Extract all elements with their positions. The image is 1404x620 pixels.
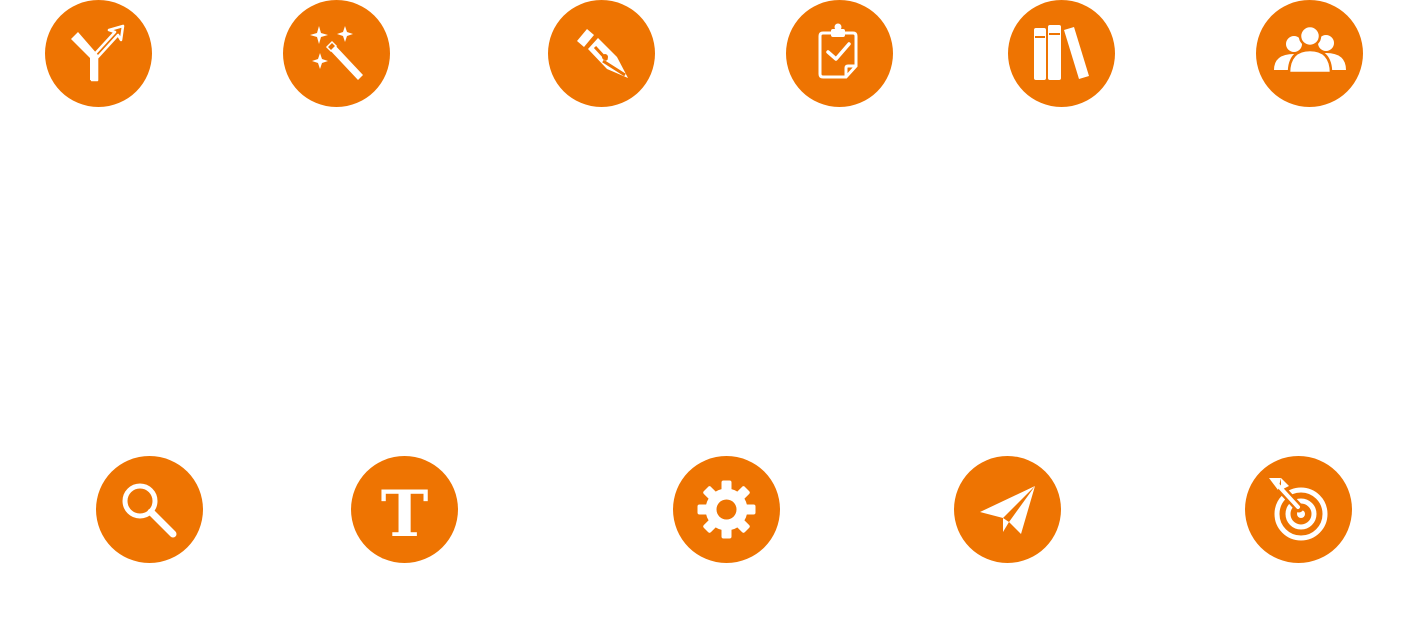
clipboard-check-icon [786, 0, 893, 107]
text-t-icon: T [351, 456, 458, 563]
books-icon [1008, 0, 1115, 107]
gear-icon [673, 456, 780, 563]
text-t-glyph: T [381, 477, 429, 552]
user-group-icon [1256, 0, 1363, 107]
magic-wand-icon [283, 0, 390, 107]
paper-plane-icon [954, 456, 1061, 563]
fountain-pen-icon [548, 0, 655, 107]
search-icon [96, 456, 203, 563]
branch-arrow-icon [45, 0, 152, 107]
target-arrow-icon [1245, 456, 1352, 563]
